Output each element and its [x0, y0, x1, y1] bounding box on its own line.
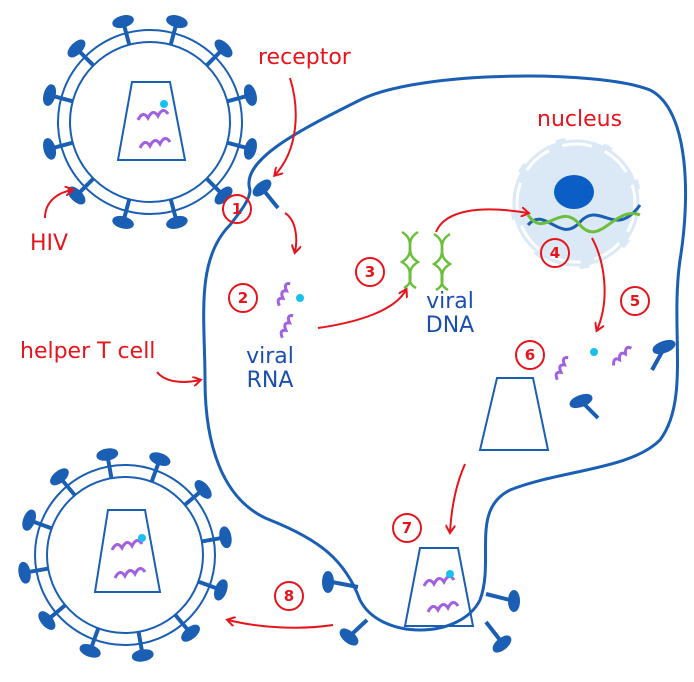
step-5-badge: 5	[620, 286, 650, 316]
helper-t-cell-membrane	[202, 74, 688, 632]
arrow-receptor	[275, 77, 297, 175]
cell-receptors	[252, 179, 520, 653]
step-7-badge: 7	[392, 513, 422, 543]
integrated-dna	[526, 204, 642, 234]
capsid-shell	[478, 377, 550, 451]
arrow-step1	[284, 212, 296, 252]
enzyme	[590, 348, 598, 356]
step-6-badge: 6	[515, 340, 545, 370]
envelope-spike-cap	[243, 138, 257, 160]
viral-dna-label: viral DNA	[420, 290, 480, 338]
envelope-spike-cap	[43, 84, 57, 106]
arrow-step3	[317, 290, 406, 329]
new-viral-components	[478, 339, 676, 451]
step-4-badge: 4	[540, 238, 570, 268]
step-8-badge: 8	[274, 581, 304, 611]
envelope-spike-cap	[22, 509, 37, 531]
viral-rna-in-cell	[276, 281, 304, 339]
viral-dna-label-line2: DNA	[425, 313, 475, 338]
receptor-label: receptor	[258, 45, 351, 70]
capsid	[403, 547, 475, 627]
enzyme	[138, 534, 146, 542]
envelope-spike-cap	[166, 215, 188, 229]
nucleolus	[554, 175, 594, 209]
arrow-step5	[591, 237, 606, 330]
hiv-virion-released	[18, 448, 232, 662]
receptor-4	[485, 590, 520, 612]
receptor-protein	[569, 393, 600, 420]
envelope-spike-cap	[79, 643, 101, 658]
enzyme	[296, 294, 304, 302]
viral-rna-strand	[426, 601, 460, 614]
viral-rna-strand	[612, 345, 633, 366]
step-1-badge: 1	[222, 194, 252, 224]
enzyme	[160, 100, 168, 108]
envelope-spike-cap	[149, 452, 171, 467]
envelope-spike-cap	[112, 15, 134, 29]
nucleus-label: nucleus	[537, 107, 623, 132]
nucleus	[507, 134, 645, 272]
receptor-protein	[650, 339, 676, 371]
envelope-spike-cap	[38, 611, 56, 630]
envelope-spike-cap	[213, 579, 228, 601]
envelope-spike-cap	[50, 468, 69, 486]
viral-rna-strand	[136, 109, 170, 122]
receptor-5	[484, 620, 512, 653]
envelope-spike-cap	[18, 561, 31, 584]
capsid	[93, 509, 162, 593]
arrow-step8	[228, 620, 334, 629]
step-3-badge: 3	[355, 257, 385, 287]
viral-rna-label-line2: RNA	[246, 368, 294, 393]
envelope-spike-cap	[131, 649, 154, 662]
viral-rna-label: viral RNA	[240, 345, 300, 393]
step-2-badge: 2	[228, 283, 258, 313]
envelope-spike-cap	[194, 480, 212, 499]
envelope-spike-cap	[43, 138, 57, 160]
arrow-hiv	[44, 190, 72, 219]
envelope-spike-cap	[112, 215, 134, 229]
capsid	[116, 81, 187, 161]
arrow-to-nucleus	[435, 209, 528, 233]
envelope-spike-cap	[166, 15, 188, 29]
envelope-spike-cap	[243, 84, 257, 106]
envelope-spike-cap	[181, 624, 200, 642]
viral-rna-strand	[138, 137, 172, 150]
enzyme	[446, 570, 454, 578]
viral-rna-strand	[110, 539, 144, 552]
envelope-spike-cap	[214, 39, 233, 58]
helper-t-cell-label: helper T cell	[20, 339, 156, 364]
viral-rna-strand	[554, 355, 569, 381]
viral-dna-helices	[399, 230, 453, 292]
receptor-2	[322, 571, 359, 593]
hiv-label: HIV	[30, 231, 69, 256]
receptor-1	[252, 179, 280, 210]
viral-rna-strand	[113, 567, 147, 580]
receptor-3	[339, 618, 369, 646]
envelope-spike-cap	[96, 448, 119, 461]
arrow-step7	[450, 463, 466, 532]
envelope-spike-cap	[67, 39, 86, 58]
viral-rna-label-line1: viral	[246, 344, 294, 369]
hiv-virion-incoming	[43, 15, 257, 229]
budding-virion	[403, 547, 475, 627]
viral-dna-label-line1: viral	[426, 289, 474, 314]
arrow-helper-t-cell	[156, 371, 200, 382]
envelope-spike-cap	[219, 526, 232, 549]
